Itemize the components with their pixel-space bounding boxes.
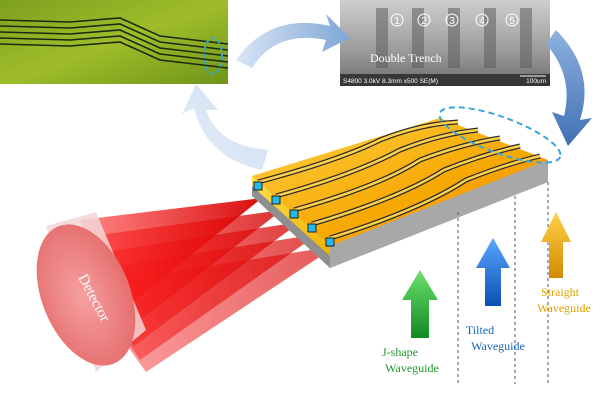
process-cycle-arrows (182, 14, 592, 170)
detector: Detector (36, 212, 146, 372)
blue-arrow-icon (476, 238, 510, 306)
yellow-arrow-icon (541, 212, 571, 278)
sem-trench-number: 5 (509, 16, 515, 27)
waveguide-chip (252, 106, 562, 268)
chip-top-surface (252, 118, 548, 246)
arrow-right-icon (546, 30, 592, 146)
pointer-arrows (402, 212, 571, 338)
sem-trench-number-circles (390, 13, 519, 27)
chip-dashed-ellipse (438, 106, 562, 164)
detector-face (36, 224, 136, 366)
tilted-label-line2: Waveguide (471, 339, 525, 353)
sem-scale: 100um (526, 78, 546, 85)
green-arrow-icon (402, 270, 438, 338)
sem-info-bar: S4800 3.0kV 8.3mm x500 SE(M) (343, 78, 438, 85)
guide-dashed-lines (457, 182, 549, 384)
jshape-label-line2: Waveguide (385, 361, 439, 375)
micrograph-panel (0, 0, 229, 84)
laser-beam (84, 246, 336, 372)
straight-label-line2: Waveguide (537, 301, 591, 315)
sem-trench-number: 1 (394, 16, 400, 27)
tilted-label-line1: Tilted (466, 323, 494, 337)
waveguide-labels: J-shape Waveguide Tilted Waveguide Strai… (382, 285, 591, 375)
micrograph-waveguide-lines (0, 17, 229, 69)
arrow-top-icon (236, 14, 350, 68)
sem-caption: Double Trench (370, 51, 442, 65)
jshape-label-line1: J-shape (382, 345, 418, 359)
sem-trench-number: 3 (449, 16, 455, 27)
sem-trench-number: 2 (421, 16, 427, 27)
waveguide-facets (253, 181, 335, 247)
micrograph-dashed-ellipse (203, 37, 223, 75)
sem-panel: 1 2 3 4 5 Double Trench S4800 3.0kV 8.3m… (340, 0, 550, 86)
sem-trench-number: 4 (479, 16, 485, 27)
straight-label-line1: Straight (541, 285, 580, 299)
arrow-left-icon (182, 84, 268, 170)
